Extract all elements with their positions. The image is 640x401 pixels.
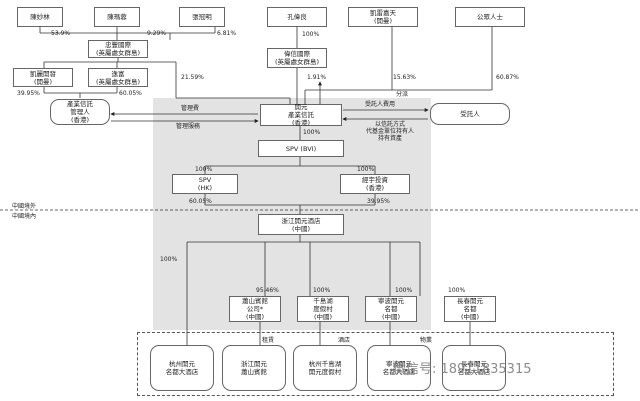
pct-label: 95.46%	[256, 287, 279, 294]
entity-sub-xiaoshan: 蕭山賓館 公司* (中國)	[229, 296, 281, 322]
entity-guangyuan: 忠豐國際 (英屬處女群島)	[88, 40, 148, 58]
pct-label: 100%	[160, 256, 178, 263]
pct-label: 21.59%	[181, 74, 204, 81]
hotel-changchun: 長春開元 名都大酒店	[442, 345, 506, 391]
pct-label: 6.81%	[217, 30, 237, 37]
pct-label: 53.9%	[51, 30, 71, 37]
label-mgmt-fee: 管理費	[181, 105, 200, 112]
hotel-hangzhou: 杭州開元 名都大酒店	[150, 345, 214, 391]
shareholder-zhang: 張冠明	[179, 7, 225, 27]
label-lease: 租賃	[262, 337, 275, 344]
shareholder-chen-m: 陳瑪蓉	[94, 7, 140, 27]
pct-label: 9.29%	[147, 30, 167, 37]
pct-label: 60.87%	[496, 74, 519, 81]
hotel-properties-area	[137, 332, 614, 396]
label-hotel: 酒店	[338, 337, 351, 344]
label-distribution: 分派	[396, 91, 409, 98]
pct-label: 100%	[357, 166, 375, 173]
entity-manager: 產業信託 管理人 (香港)	[50, 99, 110, 125]
entity-sub-qiandaohu: 千島湖 度假村 (中國)	[297, 296, 349, 322]
entity-spv-hk: SPV (HK)	[172, 174, 238, 194]
shareholder-kai: 凱雷嘉天 (開曼)	[348, 7, 418, 27]
label-onshore: 中國境內	[12, 213, 37, 220]
pct-label: 15.63%	[393, 74, 416, 81]
hotel-ningbo: 寧波開元 名都大酒店	[367, 345, 431, 391]
entity-kaili: 凱麗開發 (開曼)	[13, 68, 73, 87]
shareholder-kong: 孔偉良	[267, 7, 327, 27]
pct-label: 39.95%	[367, 198, 390, 205]
entity-trustee: 受託人	[430, 103, 510, 125]
label-property: 物業	[420, 337, 433, 344]
entity-sub-ningbo: 寧波開元 名都 (中國)	[365, 296, 417, 322]
label-offshore: 中國境外	[12, 203, 37, 210]
pct-label: 100%	[302, 31, 320, 38]
pct-label: 60.05%	[189, 198, 212, 205]
entity-weixin: 偉信國際 (英屬處女群島)	[267, 48, 327, 68]
label-trustee-hold: 以信託方式 代基金單位持有人 持有資產	[366, 121, 415, 142]
shareholder-public: 公眾人士	[455, 7, 525, 27]
entity-sub-changchun: 長春開元 名都 (中國)	[444, 296, 496, 322]
hotel-xiaoshan: 浙江開元 蕭山賓館	[222, 345, 286, 391]
label-trustee-fee: 受託人費用	[365, 101, 396, 108]
pct-label: 100%	[395, 287, 413, 294]
watermark: 微信号: 18911835315	[393, 362, 532, 377]
label-mgmt-service: 管理服務	[176, 123, 201, 130]
pct-label: 60.05%	[119, 90, 142, 97]
pct-label: 39.95%	[17, 90, 40, 97]
pct-label: 100%	[303, 129, 321, 136]
hotel-qiandaohu: 杭州千島湖 開元度假村	[293, 345, 357, 391]
shareholder-chen: 陳妙林	[17, 7, 63, 27]
pct-label: 1.91%	[307, 74, 327, 81]
entity-lianhui: 逸富 (英屬處女群島)	[88, 68, 148, 87]
pct-label: 100%	[195, 166, 213, 173]
entity-trust: 開元 產業信託 (香港)	[260, 103, 342, 127]
entity-yuanqi: 經宇投資 (香港)	[340, 174, 410, 194]
pct-label: 100%	[448, 287, 466, 294]
entity-hotel-co: 浙江開元酒店 (中國)	[258, 214, 344, 235]
entity-spv-bvi: SPV (BVI)	[258, 140, 344, 157]
pct-label: 100%	[313, 287, 331, 294]
